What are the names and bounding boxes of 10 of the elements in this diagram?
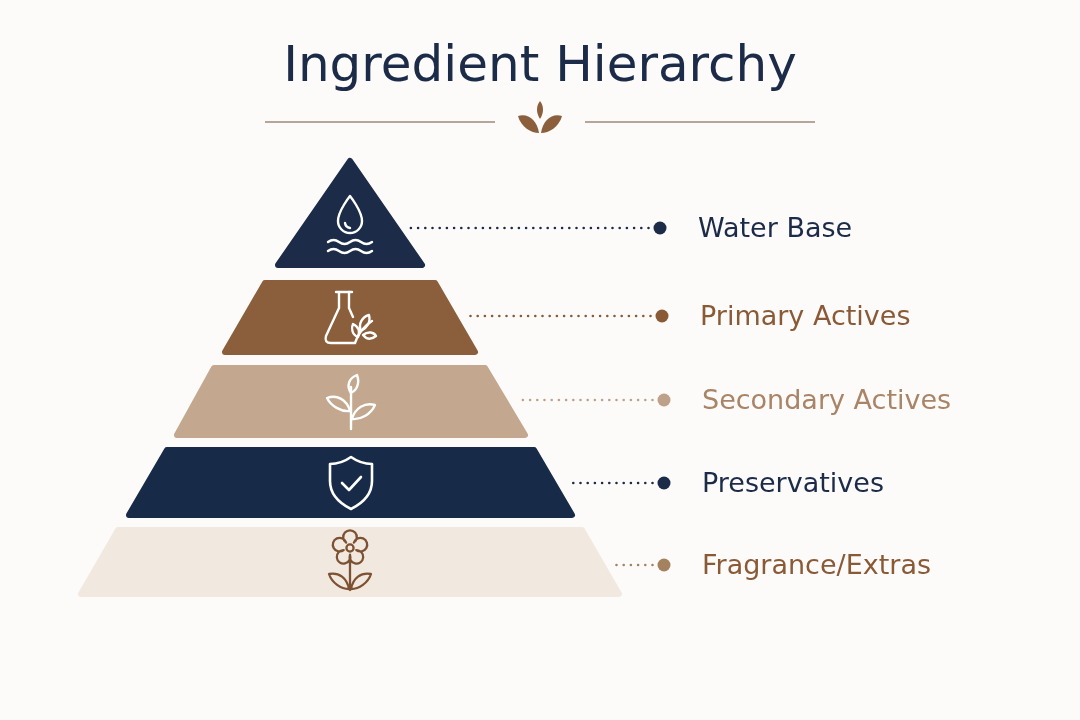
tier-label: Preservatives: [702, 467, 884, 499]
pyramid-tier: [123, 444, 578, 521]
title: Ingredient Hierarchy: [283, 34, 797, 94]
pyramid-tier: [75, 524, 625, 600]
tier-label: Water Base: [698, 212, 853, 244]
tier-label: Fragrance/Extras: [702, 549, 931, 581]
tier-label: Primary Actives: [700, 300, 911, 332]
pyramid-tier: [171, 362, 531, 441]
pyramid-tier: [219, 277, 481, 358]
tier-label: Secondary Actives: [702, 384, 952, 416]
